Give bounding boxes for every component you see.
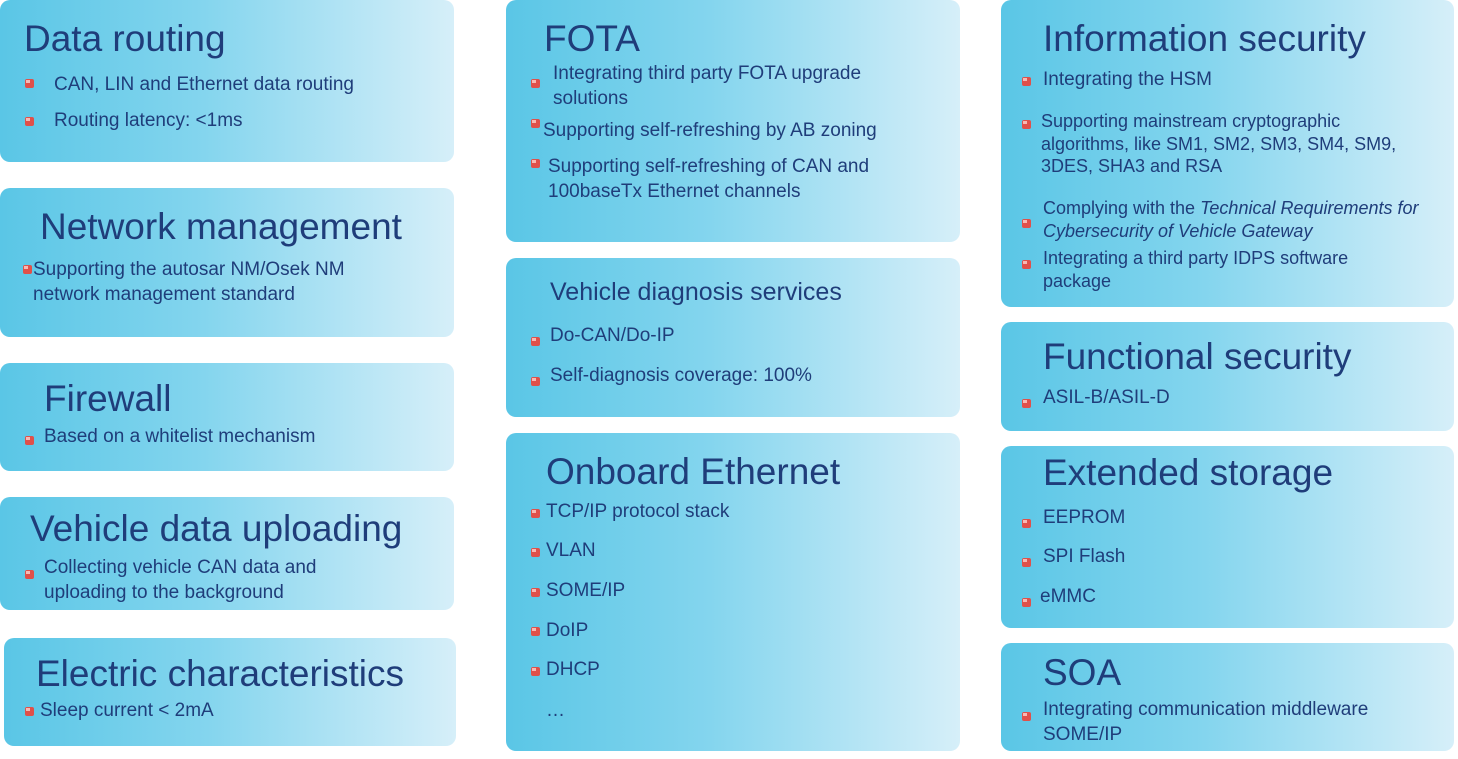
red-cube-bullet-icon	[530, 158, 541, 169]
red-cube-bullet-icon	[1021, 76, 1032, 87]
card-electric-characteristics: Electric characteristics Sleep current <…	[4, 638, 456, 746]
list-item: …	[546, 700, 565, 721]
card-title: Network management	[40, 206, 402, 247]
card-title: FOTA	[544, 18, 640, 59]
card-title: Electric characteristics	[36, 653, 405, 694]
card-network-management: Network management Supporting the autosa…	[0, 188, 454, 337]
list-item: Collecting vehicle CAN data and uploadin…	[44, 557, 317, 603]
card-data-routing: Data routing CAN, LIN and Ethernet data …	[0, 0, 454, 162]
card-title: Vehicle diagnosis services	[550, 278, 842, 306]
list-item: Integrating third party FOTA upgrade sol…	[553, 63, 862, 109]
list-item: Supporting self-refreshing of CAN and 10…	[548, 156, 870, 202]
card-title: Information security	[1043, 18, 1366, 59]
red-cube-bullet-icon	[530, 118, 541, 129]
red-cube-bullet-icon	[1021, 711, 1032, 722]
red-cube-bullet-icon	[530, 376, 541, 387]
card-soa: SOA Integrating communication middleware…	[1001, 643, 1454, 751]
card-functional-security: Functional security ASIL-B/ASIL-D	[1001, 322, 1454, 431]
list-item: Routing latency: <1ms	[54, 110, 243, 131]
red-cube-bullet-icon	[530, 547, 541, 558]
red-cube-bullet-icon	[24, 569, 35, 580]
red-cube-bullet-icon	[22, 264, 33, 275]
card-vehicle-diagnosis-services: Vehicle diagnosis services Do-CAN/Do-IP …	[506, 258, 960, 417]
list-item: SOME/IP	[546, 580, 626, 601]
list-item: Supporting the autosar NM/Osek NM networ…	[33, 259, 345, 305]
card-title: SOA	[1043, 652, 1122, 693]
list-item: SPI Flash	[1043, 546, 1126, 567]
list-item: VLAN	[546, 540, 596, 561]
list-item: TCP/IP protocol stack	[546, 501, 730, 522]
list-item: EEPROM	[1043, 507, 1126, 528]
card-title: Onboard Ethernet	[546, 451, 841, 492]
red-cube-bullet-icon	[530, 666, 541, 677]
card-vehicle-data-uploading: Vehicle data uploading Collecting vehicl…	[0, 497, 454, 610]
list-item: Integrating the HSM	[1043, 69, 1212, 90]
list-item: Complying with the Technical Requirement…	[1043, 197, 1453, 243]
list-item: ASIL-B/ASIL-D	[1043, 387, 1170, 408]
card-information-security: Information security Integrating the HSM…	[1001, 0, 1454, 307]
red-cube-bullet-icon	[24, 116, 35, 127]
list-item: eMMC	[1040, 586, 1096, 607]
red-cube-bullet-icon	[1021, 597, 1032, 608]
card-extended-storage: Extended storage EEPROM SPI Flash eMMC	[1001, 446, 1454, 628]
card-title: Functional security	[1043, 336, 1352, 377]
red-cube-bullet-icon	[1021, 518, 1032, 529]
card-title: Vehicle data uploading	[30, 508, 403, 549]
card-title: Extended storage	[1043, 452, 1334, 493]
red-cube-bullet-icon	[24, 706, 35, 717]
list-item: Supporting self-refreshing by AB zoning	[543, 120, 877, 141]
list-item: Integrating communication middleware SOM…	[1043, 699, 1369, 745]
complying-text: Complying with the	[1043, 198, 1201, 218]
red-cube-bullet-icon	[24, 435, 35, 446]
standard-title: Technical Requirements for Cybersecurity…	[1043, 198, 1419, 241]
red-cube-bullet-icon	[530, 336, 541, 347]
red-cube-bullet-icon	[1021, 557, 1032, 568]
card-firewall: Firewall Based on a whitelist mechanism	[0, 363, 454, 471]
red-cube-bullet-icon	[530, 626, 541, 637]
red-cube-bullet-icon	[1021, 259, 1032, 270]
list-item: Supporting mainstream cryptographic algo…	[1041, 111, 1397, 176]
list-item: DoIP	[546, 620, 589, 641]
card-title: Data routing	[24, 18, 226, 59]
red-cube-bullet-icon	[1021, 398, 1032, 409]
red-cube-bullet-icon	[1021, 218, 1032, 229]
list-item: Based on a whitelist mechanism	[44, 426, 316, 447]
card-title: Firewall	[44, 378, 172, 419]
list-item: Self-diagnosis coverage: 100%	[550, 365, 812, 386]
red-cube-bullet-icon	[530, 587, 541, 598]
red-cube-bullet-icon	[24, 78, 35, 89]
list-item: DHCP	[546, 659, 600, 680]
card-fota: FOTA Integrating third party FOTA upgrad…	[506, 0, 960, 242]
red-cube-bullet-icon	[530, 508, 541, 519]
list-item: Sleep current < 2mA	[40, 700, 214, 721]
card-onboard-ethernet: Onboard Ethernet TCP/IP protocol stack V…	[506, 433, 960, 751]
red-cube-bullet-icon	[530, 78, 541, 89]
list-item: Do-CAN/Do-IP	[550, 325, 675, 346]
list-item: CAN, LIN and Ethernet data routing	[54, 74, 354, 95]
red-cube-bullet-icon	[1021, 119, 1032, 130]
list-item: Integrating a third party IDPS software …	[1043, 248, 1349, 291]
